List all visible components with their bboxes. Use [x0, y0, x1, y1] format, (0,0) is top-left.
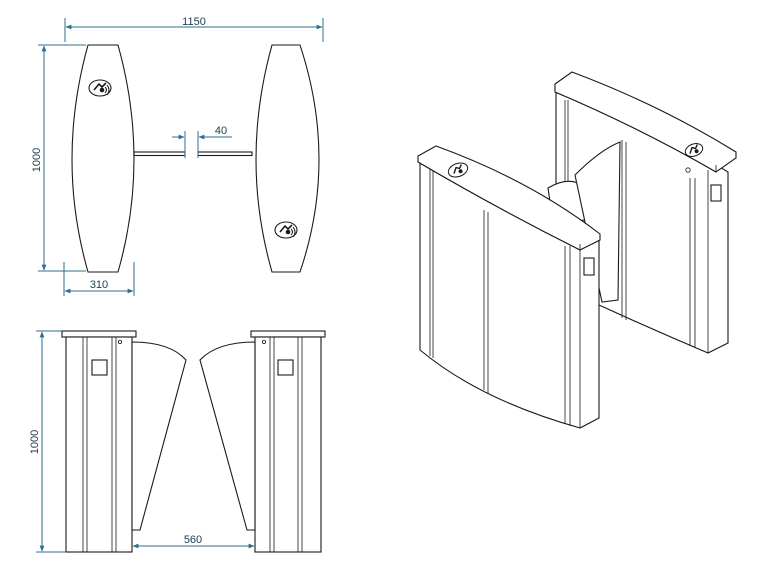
right-flap-front	[199, 341, 256, 531]
left-cabinet-plan	[71, 44, 135, 273]
card-reader-icon	[447, 162, 469, 178]
front-reader-window	[583, 257, 595, 276]
iso-flap-right	[574, 141, 621, 303]
right-reader-window	[277, 359, 294, 376]
left-flap-plan	[133, 151, 186, 157]
card-reader-icon	[274, 221, 298, 239]
gap-label: 40	[215, 125, 227, 137]
passage-width-label: 560	[184, 534, 202, 546]
isometric-view	[417, 71, 737, 429]
front-view: 1000 560	[29, 330, 326, 553]
card-reader-icon	[684, 143, 704, 157]
height-label: 1000	[29, 430, 41, 454]
plan-depth-label: 1000	[31, 148, 43, 172]
rear-indicator-light	[685, 167, 691, 173]
right-flap-plan	[197, 151, 253, 157]
cabinet-width-label: 310	[90, 279, 108, 291]
left-indicator-light	[118, 339, 123, 344]
rear-reader-window	[710, 184, 722, 202]
card-reader-icon	[88, 79, 112, 97]
overall-width-label: 1150	[182, 16, 206, 28]
left-cabinet-top	[61, 330, 137, 338]
right-cabinet-top	[250, 330, 326, 338]
left-reader-window	[91, 359, 108, 376]
plan-view: 1150 40 1000 310	[31, 16, 324, 296]
right-indicator-light	[261, 339, 266, 344]
right-cabinet-plan	[255, 44, 320, 273]
left-flap-front	[131, 341, 187, 531]
